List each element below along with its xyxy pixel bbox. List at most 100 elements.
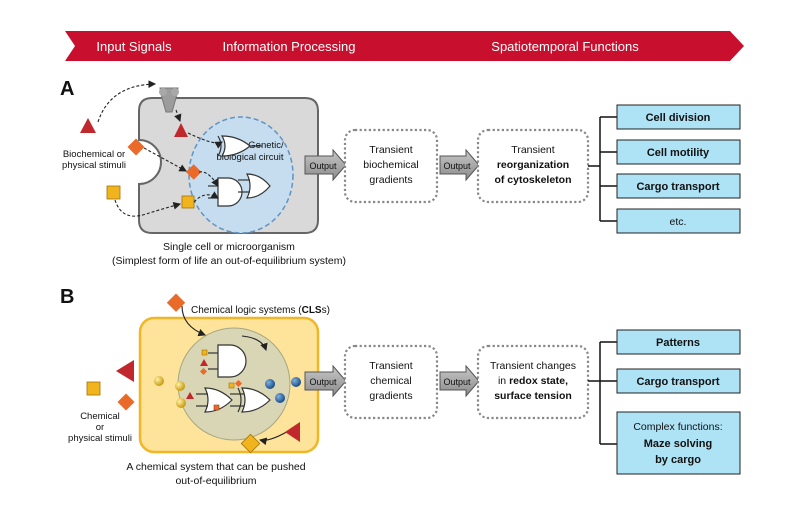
cls-label-suffix: s) bbox=[322, 305, 330, 316]
chem-gradients-line1: Transient bbox=[369, 360, 412, 372]
output-label-a2: Output bbox=[443, 161, 471, 171]
functions-bracket-b bbox=[588, 341, 617, 445]
changes-line2-prefix: in bbox=[498, 375, 509, 387]
logic-gate-xor bbox=[217, 135, 262, 157]
banner-stage-processing bbox=[190, 31, 386, 61]
stimuli-label-line2: physical stimuli bbox=[62, 160, 126, 171]
stimulus-diamond-icon-b2 bbox=[240, 433, 261, 454]
membrane-receptor-icon bbox=[159, 87, 179, 113]
signal-paths-a bbox=[97, 80, 223, 217]
cls-label: Chemical logic systems (CLSs) bbox=[191, 305, 330, 316]
stimulus-diamond-icon-b bbox=[117, 393, 135, 411]
cls-label-prefix: Chemical logic systems ( bbox=[191, 305, 302, 316]
blue-sphere bbox=[275, 393, 285, 403]
reorg-line1: Transient bbox=[511, 144, 554, 156]
cls-small-diamond-icon bbox=[234, 379, 243, 388]
complex-line2: Maze solving bbox=[644, 438, 712, 450]
cls-small-diamond-icon bbox=[199, 367, 208, 376]
output-label-b2: Output bbox=[443, 377, 471, 387]
blue-sphere bbox=[265, 379, 275, 389]
banner-label-processing: Information Processing bbox=[223, 39, 356, 54]
function-box-complex: Complex functions: Maze solving by cargo bbox=[616, 411, 741, 475]
chem-stimuli-line3: physical stimuli bbox=[68, 433, 132, 444]
output-arrow-b2: Output bbox=[439, 364, 480, 398]
internal-diamond-icon bbox=[185, 164, 202, 180]
biochemical-gradients-box bbox=[343, 128, 439, 204]
banner-stage-input bbox=[65, 31, 204, 61]
output-label-b1: Output bbox=[309, 377, 337, 387]
cls-small-triangle-icon bbox=[200, 359, 208, 366]
stimulus-triangle-icon-b bbox=[116, 360, 134, 382]
cls-small-square-icon bbox=[213, 404, 220, 411]
chem-gradients-line3: gradients bbox=[369, 390, 412, 402]
function-box-patterns: Patterns bbox=[616, 329, 741, 355]
cell-caption-line1: Single cell or microorganism bbox=[163, 241, 295, 253]
function-box-etc: etc. bbox=[616, 208, 741, 234]
reorg-line3: of cytoskeleton bbox=[494, 174, 571, 186]
function-label: Patterns bbox=[656, 337, 700, 349]
logic-gate-or bbox=[238, 173, 271, 199]
complex-line3: by cargo bbox=[655, 454, 701, 466]
internal-square-icon bbox=[181, 195, 195, 209]
chem-stimuli-line2: or bbox=[96, 422, 104, 433]
function-label: Cell division bbox=[646, 112, 711, 124]
gradients-line1: Transient bbox=[369, 144, 412, 156]
panel-a-letter: A bbox=[60, 78, 74, 100]
cell-caption-line2: (Simplest form of life an out-of-equilib… bbox=[112, 255, 346, 267]
cls-small-square-icon bbox=[228, 382, 235, 389]
output-arrow-a1: Output bbox=[304, 148, 347, 182]
gradients-line2: biochemical bbox=[363, 159, 418, 171]
circuit-label-line2: biological circuit bbox=[216, 152, 283, 163]
changes-line1: Transient changes bbox=[490, 360, 576, 372]
yellow-sphere bbox=[175, 381, 185, 391]
stimulus-triangle-icon bbox=[80, 118, 96, 133]
function-label: Cargo transport bbox=[636, 376, 719, 388]
stimulus-diamond-icon bbox=[127, 138, 145, 156]
stimulus-triangle-icon-b2 bbox=[285, 422, 300, 442]
gradients-line3: gradients bbox=[369, 174, 412, 186]
chem-caption-line1: A chemical system that can be pushed bbox=[126, 461, 305, 473]
genetic-circuit-region bbox=[188, 116, 294, 234]
chem-gradients-line2: chemical bbox=[370, 375, 411, 387]
changes-line2: in redox state, bbox=[498, 375, 568, 387]
function-box-cargo-transport-a: Cargo transport bbox=[616, 173, 741, 199]
function-label: etc. bbox=[670, 216, 687, 228]
complex-line1: Complex functions: bbox=[633, 421, 722, 433]
changes-line2-bold: redox state, bbox=[509, 375, 568, 387]
panel-b-letter: B bbox=[60, 286, 74, 308]
banner-label-input: Input Signals bbox=[96, 39, 172, 54]
function-box-cell-motility: Cell motility bbox=[616, 139, 741, 165]
output-arrow-b1: Output bbox=[304, 364, 347, 398]
internal-triangle-icon bbox=[174, 123, 188, 137]
chem-caption-line2: out-of-equilibrium bbox=[175, 475, 256, 487]
reorg-line2: reorganization bbox=[497, 159, 569, 171]
cls-small-triangle-icon bbox=[186, 392, 194, 399]
chemical-gradients-box bbox=[343, 344, 439, 420]
stimulus-square-icon bbox=[106, 185, 121, 200]
logic-gate-xor-b bbox=[230, 387, 271, 413]
functions-bracket-a bbox=[588, 116, 617, 222]
cytoskeleton-box bbox=[476, 128, 590, 204]
circuit-label-line1: Genetic/ bbox=[248, 140, 284, 151]
function-label: Cell motility bbox=[647, 147, 710, 159]
logic-gate-and-b bbox=[208, 344, 247, 378]
stage-banner: Input Signals Information Processing Spa… bbox=[65, 31, 744, 61]
yellow-sphere bbox=[154, 376, 164, 386]
yellow-sphere bbox=[176, 398, 186, 408]
redox-changes-box bbox=[476, 344, 590, 420]
function-box-cell-division: Cell division bbox=[616, 104, 741, 130]
changes-line3: surface tension bbox=[494, 390, 572, 402]
function-box-cargo-transport-b: Cargo transport bbox=[616, 368, 741, 394]
function-label: Cargo transport bbox=[636, 181, 719, 193]
output-arrow-a2: Output bbox=[439, 148, 480, 182]
cls-label-bold: CLS bbox=[302, 305, 322, 316]
cls-small-square-icon bbox=[201, 349, 208, 356]
stimulus-square-icon-b bbox=[86, 381, 101, 396]
stimuli-label-line1: Biochemical or bbox=[63, 149, 125, 160]
output-label-a1: Output bbox=[309, 161, 337, 171]
banner-label-functions: Spatiotemporal Functions bbox=[491, 39, 639, 54]
cls-input-diamond-icon bbox=[166, 293, 186, 312]
blue-sphere bbox=[291, 377, 301, 387]
chem-stimuli-line1: Chemical bbox=[80, 411, 120, 422]
